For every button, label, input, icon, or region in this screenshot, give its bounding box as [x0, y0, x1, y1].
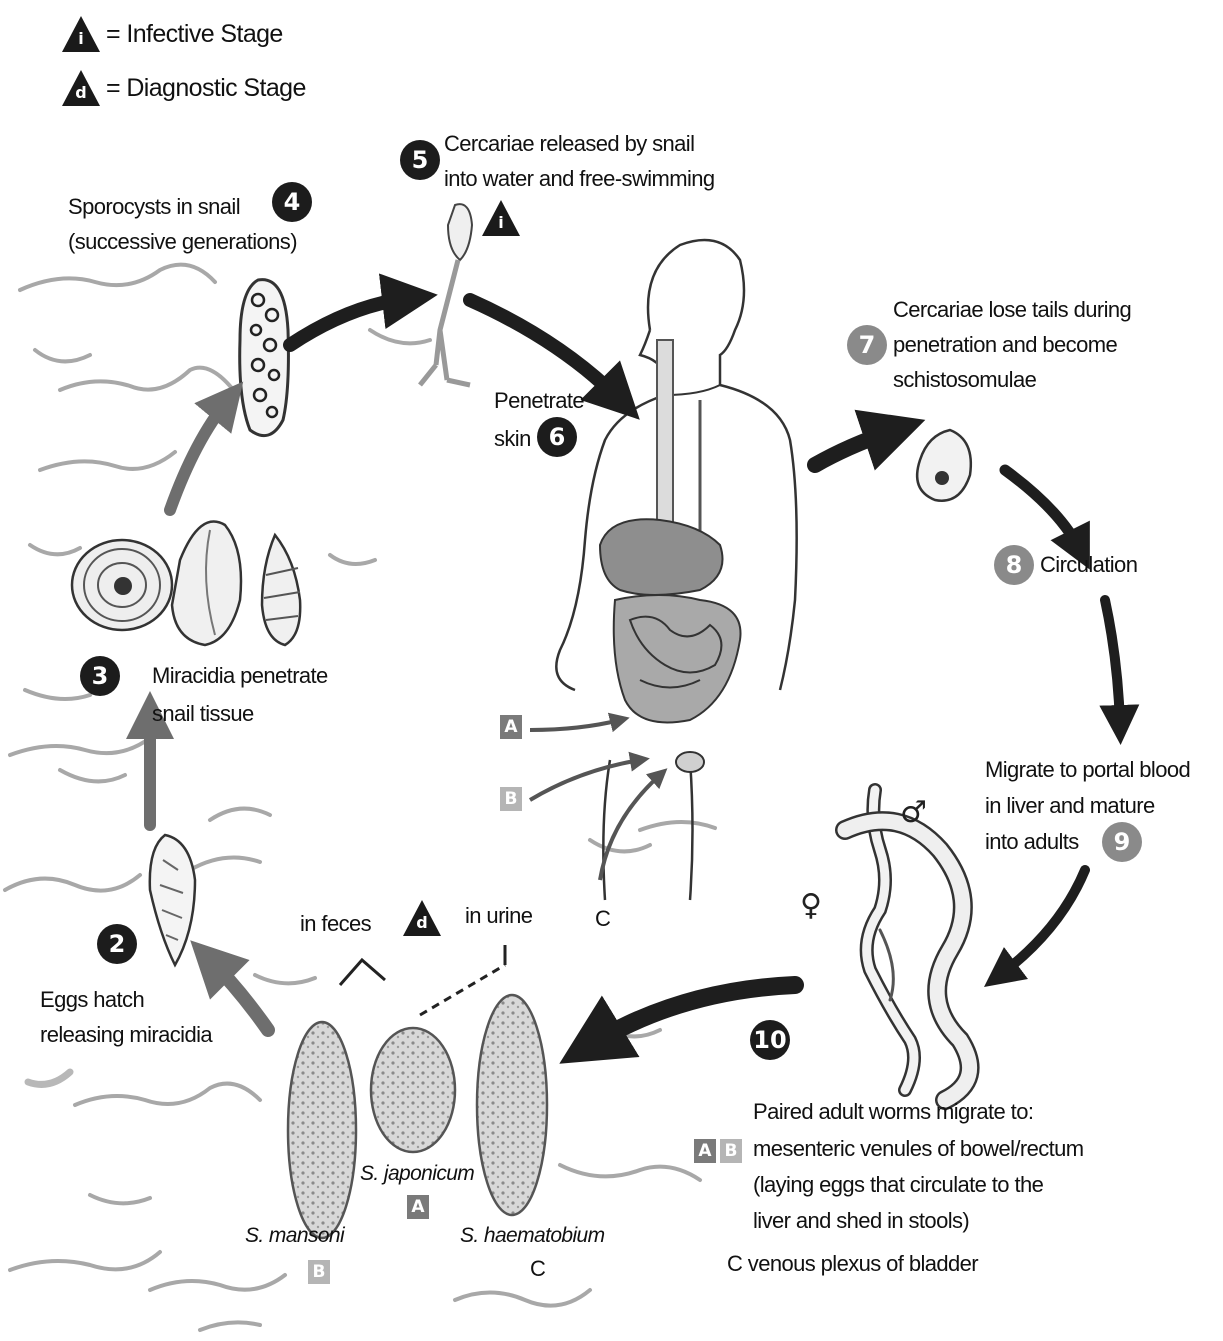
step5-label-line2: into water and free-swimming: [444, 165, 715, 192]
legend-diagnostic-label: = Diagnostic Stage: [106, 75, 306, 102]
step7-label-line3: schistosomulae: [893, 366, 1036, 393]
male-symbol: ♂: [900, 795, 927, 830]
step10-box-a: A: [694, 1139, 716, 1163]
organ-pointer-arrows: [530, 720, 660, 880]
diagnostic-stage-icon: d: [403, 900, 441, 936]
infective-stage-icon: i: [62, 16, 100, 52]
s-mansoni-box-b: B: [308, 1260, 330, 1284]
step9-label-line3: into adults: [985, 828, 1079, 855]
s-japonicum-label: S. japonicum: [360, 1160, 474, 1187]
step2-label-line1: Eggs hatch: [40, 986, 144, 1013]
step10-label-line3: (laying eggs that circulate to the: [753, 1171, 1043, 1198]
female-symbol: ♀: [800, 888, 822, 923]
step10-number-badge: 10: [750, 1020, 790, 1060]
legend-diagnostic: d = Diagnostic Stage: [62, 70, 306, 106]
step9-label-line1: Migrate to portal blood: [985, 756, 1190, 783]
human-region-c-label: C: [595, 905, 610, 932]
step8-label: Circulation: [1040, 551, 1137, 578]
step10-label-line1: Paired adult worms migrate to:: [753, 1098, 1033, 1125]
human-region-box-a: A: [500, 715, 522, 739]
sporocyst: [240, 280, 289, 436]
miracidium: [150, 835, 195, 965]
in-feces-label: in feces: [300, 910, 371, 937]
step10-label-line2: mesenteric venules of bowel/rectum: [753, 1135, 1084, 1162]
step5-number-badge: 5: [400, 140, 440, 180]
s-haematobium-label: S. haematobium: [460, 1222, 605, 1249]
legend-infective-label: = Infective Stage: [106, 21, 283, 48]
legend-infective: i = Infective Stage: [62, 16, 283, 52]
step5-label-line1: Cercariae released by snail: [444, 130, 694, 157]
step10-label-line4: liver and shed in stools): [753, 1207, 969, 1234]
step2-number-badge: 2: [97, 924, 137, 964]
s-japonicum-box-a: A: [407, 1195, 429, 1219]
step2-label-line2: releasing miracidia: [40, 1021, 212, 1048]
step10-label-line5: C venous plexus of bladder: [727, 1250, 978, 1277]
step9-number-badge: 9: [1102, 822, 1142, 862]
step7-label-line1: Cercariae lose tails during: [893, 296, 1131, 323]
step6-number-badge: 6: [537, 417, 577, 457]
step4-label-line2: (successive generations): [68, 228, 297, 255]
step9-label-line2: in liver and mature: [985, 792, 1155, 819]
s-haematobium-c-label: C: [530, 1255, 545, 1282]
step7-label-line2: penetration and become: [893, 331, 1117, 358]
adult-worm-pair: [845, 790, 970, 1100]
step3-label-line1: Miracidia penetrate: [152, 662, 328, 689]
cercaria: [420, 204, 472, 385]
diagnostic-stage-icon: d: [62, 70, 100, 106]
step10-box-b: B: [720, 1139, 742, 1163]
step4-number-badge: 4: [272, 182, 312, 222]
snail-illustrations: [72, 522, 300, 645]
step8-number-badge: 8: [994, 545, 1034, 585]
s-mansoni-label: S. mansoni: [245, 1222, 344, 1249]
step6-label-line2: skin: [494, 425, 531, 452]
in-urine-label: in urine: [465, 902, 532, 929]
human-region-box-b: B: [500, 787, 522, 811]
step3-label-line2: snail tissue: [152, 700, 254, 727]
step6-label-line1: Penetrate: [494, 387, 584, 414]
step4-label-line1: Sporocysts in snail: [68, 193, 240, 220]
infective-stage-icon: i: [482, 200, 520, 236]
egg-pointer-lines: [340, 945, 505, 1015]
schistosomulum: [917, 430, 971, 501]
step3-number-badge: 3: [80, 656, 120, 696]
step7-number-badge: 7: [847, 325, 887, 365]
